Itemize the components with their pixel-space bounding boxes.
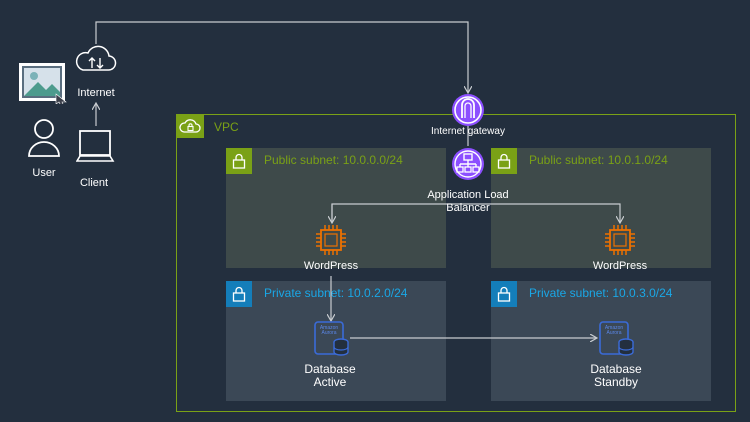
vpc-badge (176, 114, 204, 138)
aurora-database-icon: Amazon Aurora (314, 321, 349, 356)
subnet-title: Public subnet: 10.0.1.0/24 (529, 153, 668, 167)
db-active-label-line1: Database (304, 362, 356, 376)
vpc-title: VPC (214, 120, 239, 134)
aurora-database-icon: Amazon Aurora (599, 321, 634, 356)
wordpress-left-label: WordPress (303, 260, 359, 272)
subnet-badge (491, 281, 517, 307)
db-standby-label-line2: Standby (593, 375, 639, 389)
internet-label: Internet (77, 87, 115, 99)
subnet-title: Private subnet: 10.0.3.0/24 (529, 286, 673, 300)
public-subnet-2: Public subnet: 10.0.1.0/24 (491, 148, 711, 268)
image-icon (19, 63, 67, 104)
subnet-badge (226, 281, 252, 307)
alb-label-line1: Application Load (427, 189, 509, 201)
wordpress-right-label: WordPress (592, 260, 648, 272)
public-subnet-1: Public subnet: 10.0.0.0/24 (226, 148, 446, 268)
internet-to-gateway-line (95, 21, 468, 92)
laptop-icon (76, 130, 115, 162)
lock-icon (497, 286, 511, 302)
db-active-label-line2: Active (313, 375, 347, 389)
ec2-instance-icon (605, 225, 635, 255)
ec2-instance-icon (316, 225, 346, 255)
subnet-title: Private subnet: 10.0.2.0/24 (264, 286, 408, 300)
subnet-title: Public subnet: 10.0.0.0/24 (264, 153, 403, 167)
lock-icon (232, 286, 246, 302)
db-standby-label-line1: Database (590, 362, 642, 376)
user-icon (28, 119, 60, 157)
cloud-lock-icon (179, 119, 201, 133)
subnet-badge (491, 148, 517, 174)
alb-label-line2: Balancer (446, 202, 490, 214)
load-balancer-icon (452, 148, 484, 180)
cloud-icon (75, 45, 117, 71)
lock-icon (232, 153, 246, 169)
aurora-brand-text: Amazon (320, 325, 339, 331)
aurora-brand-text: Aurora (606, 330, 621, 336)
client-label: Client (79, 177, 109, 189)
user-label: User (32, 167, 56, 179)
lock-icon (497, 153, 511, 169)
subnet-badge (226, 148, 252, 174)
private-subnet-2: Private subnet: 10.0.3.0/24 (491, 281, 711, 401)
internet-gateway-label: Internet gateway (431, 126, 505, 137)
internet-gateway-icon (452, 94, 484, 126)
aurora-brand-text: Aurora (321, 330, 336, 336)
aurora-brand-text: Amazon (605, 325, 624, 331)
